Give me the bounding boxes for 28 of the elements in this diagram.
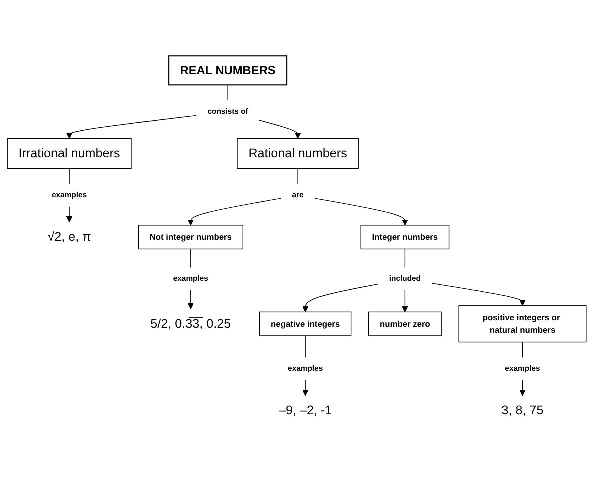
connector: [522, 342, 524, 358]
node-box: number zero: [368, 312, 442, 336]
connector: [69, 168, 70, 184]
node-text: 3, 8, 75: [502, 403, 544, 418]
arrow: [302, 284, 379, 312]
arrow: [188, 290, 194, 310]
node-box: Rational numbers: [237, 138, 359, 170]
arrow: [432, 283, 526, 306]
arrow: [188, 198, 282, 226]
arrow: [302, 380, 309, 396]
node-box: Integer numbers: [360, 225, 450, 250]
node-box: Not integer numbers: [138, 225, 244, 250]
connector: [404, 248, 406, 268]
connector: [305, 336, 306, 358]
node-box: negative integers: [260, 312, 352, 336]
arrow: [66, 206, 73, 223]
arrow: [259, 120, 302, 139]
node-box: Irrational numbers: [7, 138, 132, 170]
node-text: √2, e, π: [48, 230, 92, 244]
node-text: 5/2, 0.3̅3̅, 0.25: [150, 316, 232, 331]
node-box: REAL NUMBERS: [168, 56, 288, 86]
node-text: –9, –2, -1: [278, 403, 332, 418]
connector: [190, 248, 192, 268]
node-box: positive integers or natural numbers: [458, 306, 587, 343]
arrow: [520, 380, 526, 396]
arrow: [314, 198, 408, 226]
arrow: [402, 290, 408, 312]
arrow: [66, 115, 197, 139]
